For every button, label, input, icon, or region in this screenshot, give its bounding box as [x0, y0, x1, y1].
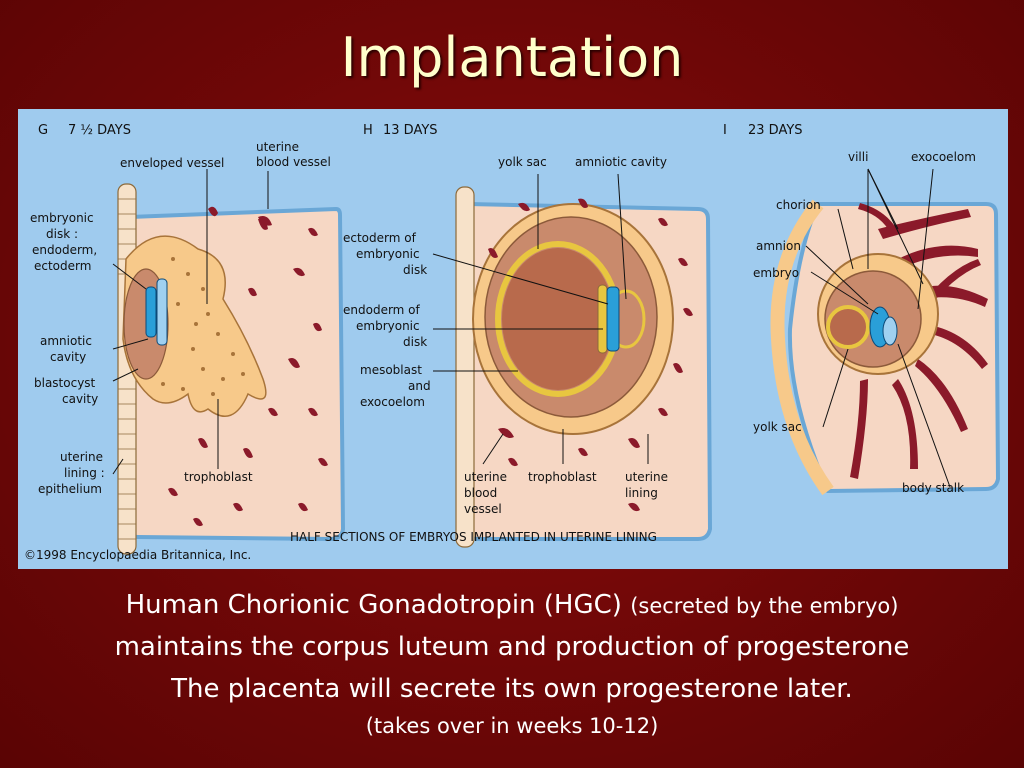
label-ectoderm-line2: embryonic — [356, 247, 420, 261]
caption-line-1-main: Human Chorionic Gonadotropin (HGC) — [125, 590, 631, 620]
panel-h-embryonic-disk — [597, 284, 620, 354]
panel-h-vessels — [488, 198, 693, 512]
label-amniotic-cavity-g-line2: cavity — [50, 350, 86, 364]
label-embryonic-disk-line4: ectoderm — [34, 259, 91, 273]
label-uterine-lining-h-line2: lining — [625, 486, 658, 500]
panel-g-vessels — [168, 206, 328, 527]
caption-line-2: maintains the corpus luteum and producti… — [114, 632, 910, 662]
label-yolk-sac-i: yolk sac — [753, 420, 802, 434]
stage-g-age: 7 ½ DAYS — [68, 123, 131, 138]
panel-i-leaders — [805, 168, 951, 488]
panel-i-chorion-edge — [770, 199, 834, 496]
panel-h — [432, 173, 713, 548]
label-mesoblast-line1: mesoblast — [360, 363, 422, 377]
label-embryo: embryo — [753, 266, 799, 280]
stage-h-letter: H — [363, 123, 373, 138]
label-uterine-lining-g-line2: lining : — [64, 466, 105, 480]
panel-g-trophoblast-nuclei — [161, 257, 245, 396]
stage-h-age: 13 DAYS — [383, 123, 438, 138]
label-blastocyst-cavity-line2: cavity — [62, 392, 98, 406]
label-uterine-lining-g-line3: epithelium — [38, 482, 102, 496]
label-chorion: chorion — [776, 198, 821, 212]
slide-title: Implantation — [340, 26, 684, 89]
stage-i-letter: I — [723, 123, 727, 138]
label-trophoblast-g: trophoblast — [184, 470, 253, 484]
label-exocoelom: exocoelom — [911, 150, 976, 164]
panel-i-yolk-sac — [826, 305, 870, 349]
label-villi: villi — [848, 150, 868, 164]
label-uterine-blood-vessel-h-line1: uterine — [464, 470, 507, 484]
label-ectoderm-line1: ectoderm of — [343, 231, 417, 245]
caption-line-1-note: (secreted by the embryo) — [630, 594, 899, 618]
panel-i — [770, 168, 1001, 496]
panel-h-epithelium — [455, 186, 475, 548]
label-enveloped-vessel: enveloped vessel — [120, 156, 224, 170]
label-amnion: amnion — [756, 239, 801, 253]
label-embryonic-disk-line3: endoderm, — [32, 243, 97, 257]
label-yolk-sac-h: yolk sac — [498, 155, 547, 169]
caption-line-3: The placenta will secrete its own proges… — [171, 674, 853, 704]
label-embryonic-disk-line1: embryonic — [30, 211, 94, 225]
implantation-diagram: G 7 ½ DAYS H 13 DAYS I 23 DAYS enveloped… — [24, 123, 1001, 562]
label-ectoderm-line3: disk — [403, 263, 427, 277]
label-amniotic-cavity-h: amniotic cavity — [575, 155, 667, 169]
label-uterine-blood-vessel-line2: blood vessel — [256, 155, 331, 169]
panel-g — [112, 169, 346, 555]
stage-i-age: 23 DAYS — [748, 123, 803, 138]
label-uterine-blood-vessel-h-line2: blood — [464, 486, 497, 500]
panel-h-leaders — [432, 173, 649, 465]
figure-footer-title: HALF SECTIONS OF EMBRYOS IMPLANTED IN UT… — [290, 530, 657, 544]
label-uterine-lining-h-line1: uterine — [625, 470, 668, 484]
label-embryonic-disk-line2: disk : — [46, 227, 78, 241]
caption-line-4: (takes over in weeks 10-12) — [365, 714, 659, 738]
panel-g-leaders — [112, 169, 269, 475]
label-trophoblast-h: trophoblast — [528, 470, 597, 484]
label-mesoblast-line3: exocoelom — [360, 395, 425, 409]
panel-i-embryo — [869, 306, 898, 348]
panel-h-yolk-sac — [502, 248, 614, 390]
caption-line-1: Human Chorionic Gonadotropin (HGC) (secr… — [0, 590, 1024, 620]
implantation-figure: G 7 ½ DAYS H 13 DAYS I 23 DAYS enveloped… — [18, 109, 1008, 569]
label-endoderm-line2: embryonic — [356, 319, 420, 333]
figure-copyright: ©1998 Encyclopaedia Britannica, Inc. — [24, 548, 251, 562]
label-body-stalk: body stalk — [902, 481, 964, 495]
label-endoderm-line1: endoderm of — [343, 303, 421, 317]
label-uterine-lining-g-line1: uterine — [60, 450, 103, 464]
label-blastocyst-cavity-line1: blastocyst — [34, 376, 96, 390]
stage-g-letter: G — [38, 123, 48, 138]
label-amniotic-cavity-g-line1: amniotic — [40, 334, 92, 348]
label-mesoblast-line2: and — [408, 379, 431, 393]
label-endoderm-line3: disk — [403, 335, 427, 349]
label-uterine-blood-vessel-h-line3: vessel — [464, 502, 502, 516]
panel-g-embryonic-disk — [145, 278, 168, 346]
label-uterine-blood-vessel-line1: uterine — [256, 140, 299, 154]
